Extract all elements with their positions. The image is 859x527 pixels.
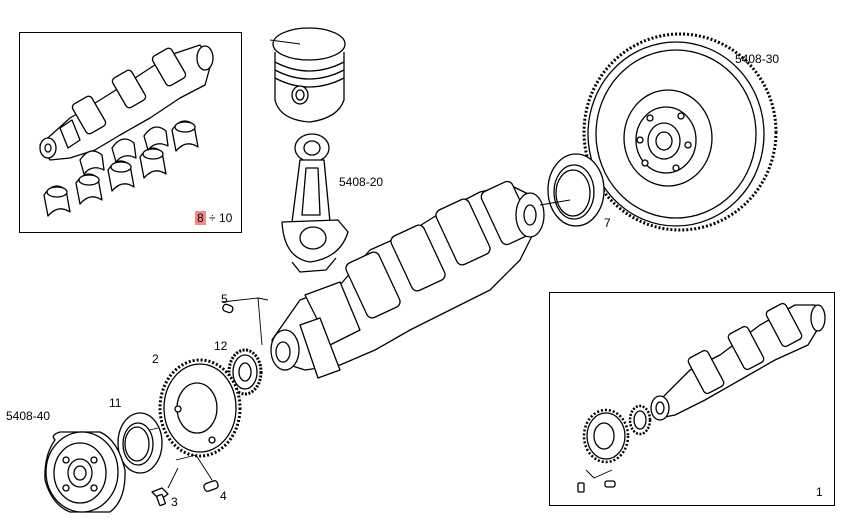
rear-seal: [547, 153, 605, 227]
pin-4: [203, 480, 219, 492]
timing-gear-small: [227, 348, 263, 396]
inset-left-crankshaft: [39, 44, 214, 161]
phonic-wheel: [158, 358, 242, 458]
label-seal-7: 7: [604, 216, 611, 230]
bearing-shell: [139, 147, 167, 179]
connecting-rod: [281, 133, 349, 273]
dowel-pin-5: [222, 303, 234, 314]
label-highlight-8: 8: [195, 211, 206, 225]
label-flywheel: 5408-30: [735, 52, 780, 66]
bearing-shell: [75, 173, 103, 205]
bearing-shell: [43, 185, 71, 217]
label-range-10: ÷ 10: [209, 211, 233, 225]
label-gear-12: 12: [214, 339, 228, 353]
inset-right-crankshaft: [577, 302, 826, 493]
bearing-shell: [111, 138, 137, 163]
leader-lines: [149, 39, 571, 489]
inset-left-bearing-shells: [43, 120, 199, 217]
label-gear-2: 2: [152, 352, 159, 366]
label-bolt-3: 3: [171, 495, 178, 509]
label-inset-1: 1: [816, 485, 823, 499]
flywheel: [582, 32, 778, 232]
bolt-3: [151, 487, 169, 507]
label-pulley: 5408-40: [6, 409, 51, 423]
bearing-shell: [107, 160, 135, 192]
piston: [272, 27, 346, 123]
bearing-shell: [171, 120, 199, 152]
label-pin-4: 4: [220, 489, 227, 503]
pulley: [44, 431, 126, 513]
label-pin-5: 5: [221, 292, 228, 306]
label-inset-8-10: 8 ÷ 10: [195, 211, 232, 225]
front-seal: [117, 412, 163, 474]
label-seal-11: 11: [109, 396, 122, 410]
main-crankshaft: [270, 180, 545, 379]
bearing-shell: [79, 150, 105, 175]
bearing-shell: [143, 126, 169, 151]
label-connecting-rod: 5408-20: [339, 175, 384, 189]
